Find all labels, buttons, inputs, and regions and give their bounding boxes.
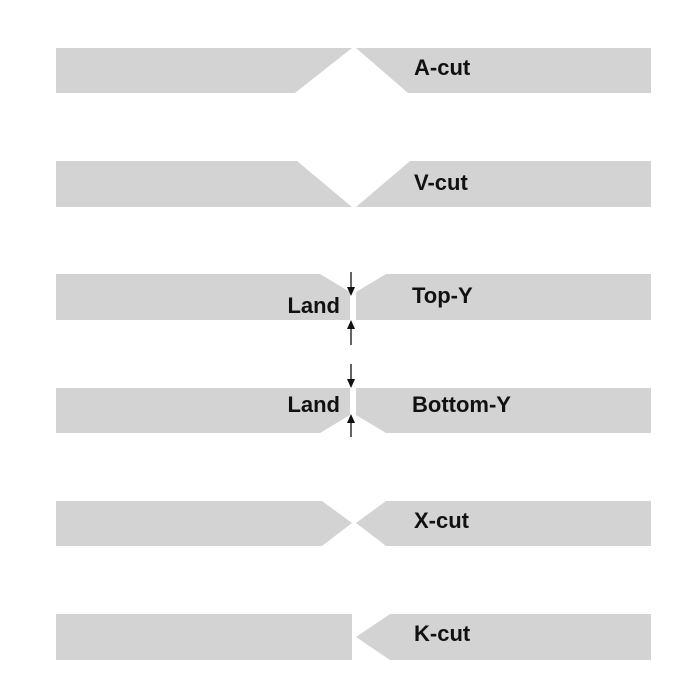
a-cut-label: A-cut [414, 55, 471, 80]
top-y-land-label: Land [287, 293, 340, 318]
x-cut-right-plate [356, 501, 651, 546]
top-y-right-plate [356, 274, 651, 320]
bottom-y-land-label: Land [287, 392, 340, 417]
v-cut-right-plate [356, 161, 651, 207]
joint-x-cut: X-cut [56, 501, 651, 546]
bottom-y-arrow-up-head [347, 414, 355, 423]
v-cut-label: V-cut [414, 170, 468, 195]
top-y-land-arrows [347, 272, 355, 345]
v-cut-left-plate [56, 161, 352, 207]
k-cut-left-plate [56, 614, 352, 660]
top-y-left-plate [56, 274, 350, 320]
a-cut-right-plate [356, 48, 651, 93]
bottom-y-right-plate [356, 388, 651, 433]
k-cut-label: K-cut [414, 621, 471, 646]
bottom-y-label: Bottom-Y [412, 392, 511, 417]
joint-k-cut: K-cut [56, 614, 651, 660]
joint-top-y: Land Top-Y [56, 272, 651, 345]
bottom-y-land-arrows [347, 364, 355, 437]
top-y-arrow-up-head [347, 320, 355, 329]
top-y-arrow-down-head [347, 287, 355, 296]
top-y-label: Top-Y [412, 283, 473, 308]
bottom-y-arrow-down-head [347, 379, 355, 388]
k-cut-right-plate [356, 614, 651, 660]
bottom-y-left-plate [56, 388, 350, 433]
a-cut-left-plate [56, 48, 352, 93]
joint-v-cut: V-cut [56, 161, 651, 207]
x-cut-label: X-cut [414, 508, 470, 533]
joint-a-cut: A-cut [56, 48, 651, 93]
joint-bottom-y: Land Bottom-Y [56, 364, 651, 437]
x-cut-left-plate [56, 501, 352, 546]
